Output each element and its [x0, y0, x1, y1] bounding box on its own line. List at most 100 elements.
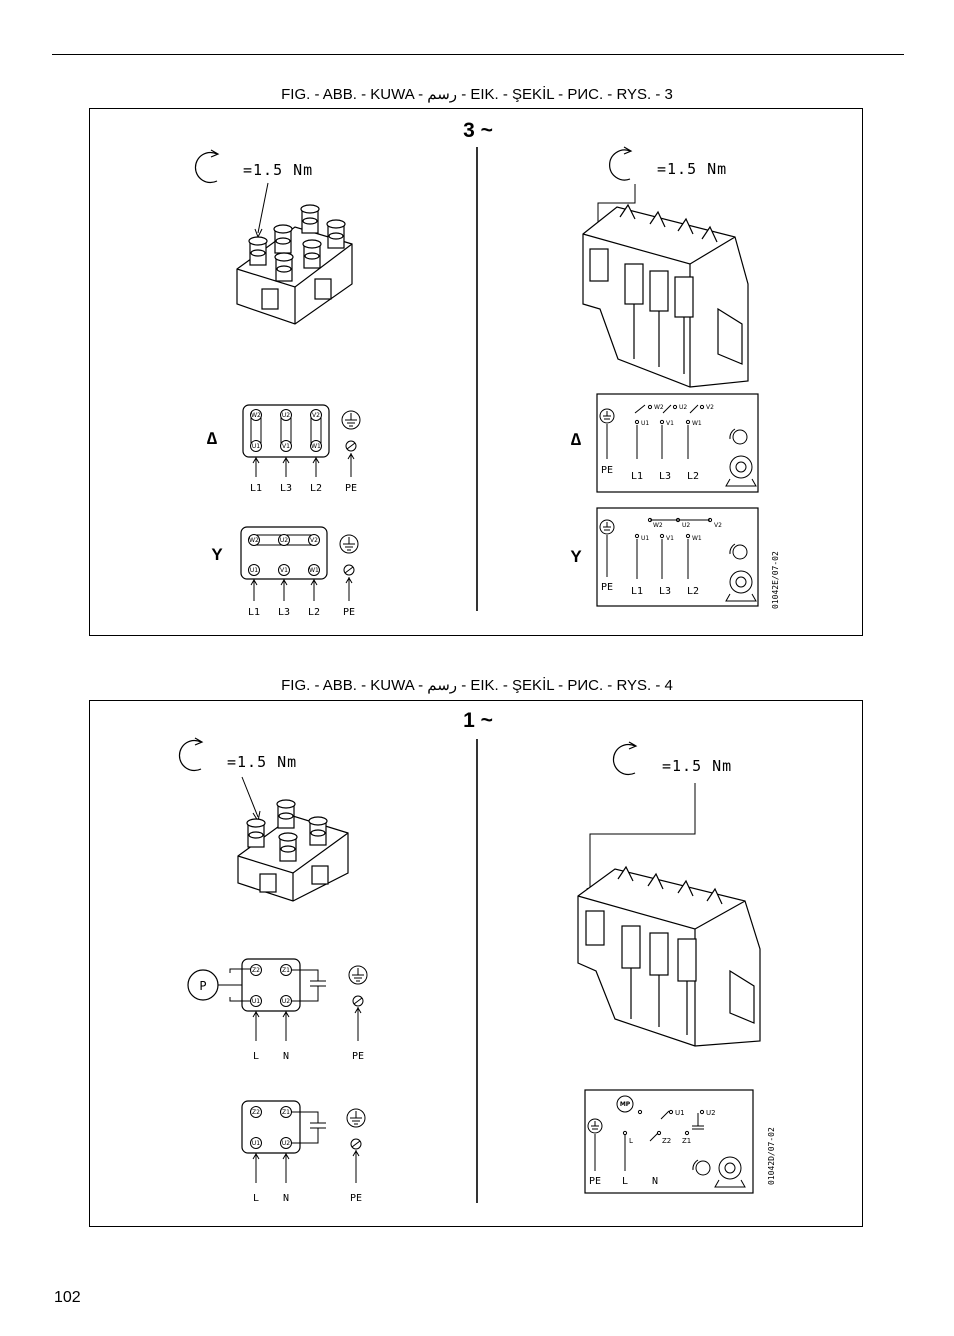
figure-3-caption: FIG. - ABB. - KUWA - رسم - EIK. - ŞEKİL …: [281, 86, 673, 103]
terminal-label: U1: [641, 535, 649, 542]
delta-connection-diagram: W2 U2 V2 U1 V1 W1 L1 L3 L2 PE: [242, 404, 361, 494]
figure-3-heading: 3 ~: [463, 119, 493, 142]
line-label: N: [652, 1176, 658, 1187]
delta-wiring-diagram: W2 U2 V2 U1 V1 W1 PE L1 L3 L2: [596, 393, 759, 493]
torque-label-right: =1.5 Nm: [662, 757, 732, 775]
terminal-label: U2: [280, 537, 288, 544]
line-label: L2: [687, 471, 699, 482]
line-label: PE: [345, 483, 357, 494]
torque-label-right: =1.5 Nm: [657, 160, 727, 178]
figure-4-panel: 1 ~ =1.5 Nm P Z2 Z1 U1 U2: [89, 700, 863, 1227]
terminal-label: Z2: [662, 1137, 671, 1145]
line-label: L: [253, 1193, 259, 1204]
single-phase-wiring-diagram: MP U1 U2 L Z2 Z1 PE L N: [584, 1089, 754, 1194]
single-phase-connection-diagram-b: Z2 Z1 U1 U2 L N PE: [241, 1100, 366, 1204]
terminal-label: Z1: [282, 1109, 290, 1116]
terminal-label: V2: [714, 522, 722, 529]
line-label: L1: [631, 586, 643, 597]
star-wiring-diagram: W2 U2 V2 U1 V1 W1 PE L1 L3 L2: [596, 507, 759, 607]
terminal-label: W2: [653, 522, 663, 529]
line-label: PE: [343, 607, 355, 618]
line-label: L: [253, 1051, 259, 1062]
terminal-label: U2: [282, 1140, 290, 1147]
line-label: N: [283, 1193, 289, 1204]
ground-symbol-icon: [348, 965, 368, 985]
terminal-stud: [308, 816, 328, 846]
terminal-stud: [326, 219, 346, 249]
line-label: PE: [352, 1051, 364, 1062]
motor-protector-icon: MP: [616, 1095, 634, 1113]
terminal-label: V1: [282, 443, 290, 450]
line-label: N: [283, 1051, 289, 1062]
terminal-label: U2: [706, 1109, 716, 1117]
ground-symbol-icon: [599, 408, 615, 424]
terminal-label: V1: [666, 535, 674, 542]
figure-3-panel: 3 ~ =1.5 Nm ∆ W2 U2 V2 U1 V1: [89, 108, 863, 636]
terminal-label: Z1: [282, 967, 290, 974]
terminal-label: W1: [692, 420, 702, 427]
terminal-label: W2: [654, 404, 664, 411]
line-label: PE: [589, 1176, 601, 1187]
mp-label: MP: [620, 1101, 631, 1108]
line-label: L1: [250, 483, 262, 494]
line-label: L2: [308, 607, 320, 618]
terminal-label: W2: [249, 537, 259, 544]
terminal-label: W1: [692, 535, 702, 542]
torque-label-left: =1.5 Nm: [227, 753, 297, 771]
terminal-label: V2: [312, 412, 320, 419]
terminal-label: W1: [309, 567, 319, 574]
ground-symbol-icon: [339, 534, 359, 554]
terminal-stud: [300, 204, 320, 234]
top-rule: [52, 54, 904, 55]
line-label: L3: [280, 483, 292, 494]
terminal-block-drawing: [236, 204, 353, 325]
terminal-label: V1: [666, 420, 674, 427]
reference-code: 01042E/07-02: [771, 551, 780, 609]
line-label: L2: [310, 483, 322, 494]
terminal-label: Z2: [252, 967, 260, 974]
capacitor-icon: [291, 1111, 326, 1144]
terminal-block-drawing: [237, 799, 349, 902]
delta-symbol-right: ∆: [571, 430, 582, 449]
line-label: PE: [601, 582, 613, 593]
line-label: PE: [601, 465, 613, 476]
terminal-label: Z2: [252, 1109, 260, 1116]
terminal-label: Z1: [682, 1137, 691, 1145]
terminal-label: U1: [641, 420, 649, 427]
terminal-clamp-drawing: [577, 865, 761, 1047]
terminal-label: U1: [252, 443, 260, 450]
rotation-arrow-icon: [178, 737, 204, 772]
capacitor-icon: [291, 969, 326, 1002]
reference-code: 01042D/07-02: [767, 1127, 776, 1185]
figure-4-heading: 1 ~: [463, 709, 493, 732]
terminal-stud: [302, 239, 322, 269]
protector-label: P: [199, 979, 206, 993]
terminal-label: U2: [282, 998, 290, 1005]
star-symbol-left: Y: [211, 545, 223, 564]
pump-motor-icon: [725, 428, 757, 487]
star-symbol-right: Y: [570, 547, 582, 566]
line-label: L3: [659, 586, 671, 597]
terminal-clamp-drawing: [582, 203, 749, 388]
terminal-stud: [274, 252, 294, 282]
terminal-stud: [276, 799, 296, 829]
star-connection-diagram: W2 U2 V2 U1 V1 W1 L1 L3 L2 PE: [240, 526, 359, 618]
terminal-stud: [278, 832, 298, 862]
line-label: L1: [248, 607, 260, 618]
earth-screw-icon: [350, 1138, 362, 1150]
terminal-label: U1: [252, 1140, 260, 1147]
line-label: L: [622, 1176, 628, 1187]
terminal-label: U1: [250, 567, 258, 574]
ground-symbol-icon: [341, 410, 361, 430]
rotation-arrow-icon: [612, 741, 638, 776]
line-label: L1: [631, 471, 643, 482]
terminal-label: U2: [282, 412, 290, 419]
terminal-label: W2: [251, 412, 261, 419]
torque-label-left: =1.5 Nm: [243, 161, 313, 179]
terminal-stud: [273, 224, 293, 254]
terminal-label: U2: [679, 404, 687, 411]
earth-screw-icon: [343, 564, 355, 576]
terminal-label: V1: [280, 567, 288, 574]
single-phase-connection-diagram-a: P Z2 Z1 U1 U2 L N PE: [187, 958, 368, 1062]
delta-symbol-left: ∆: [207, 429, 218, 448]
